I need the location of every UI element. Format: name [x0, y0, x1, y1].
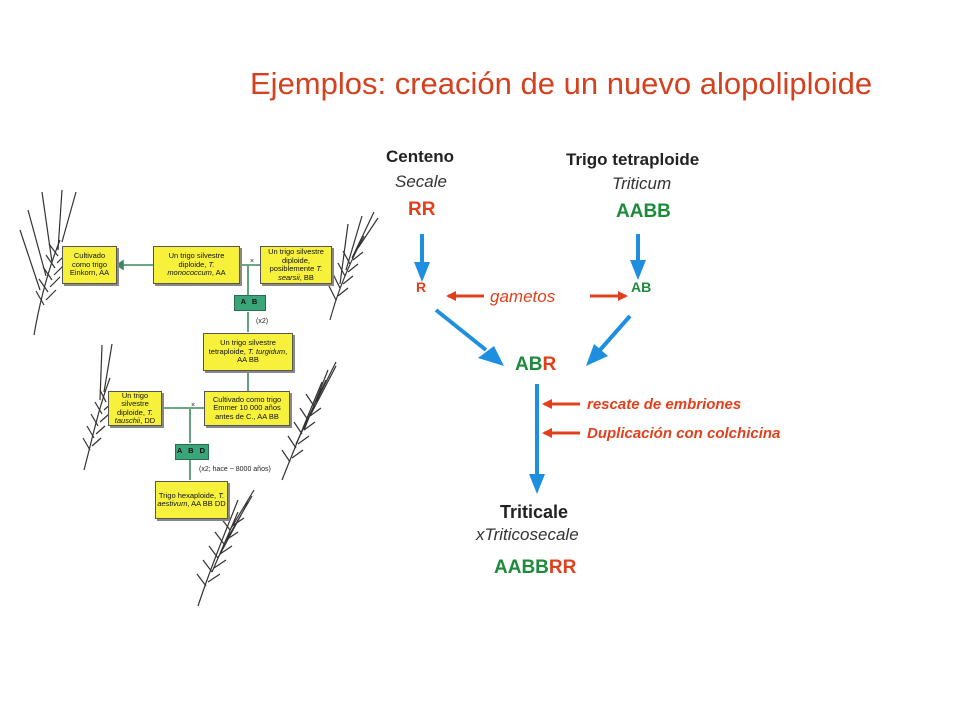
- page-title: Ejemplos: creación de un nuevo alopolipl…: [250, 66, 873, 101]
- box-tauschii: Un trigo silvestre diploide, T. tauschii…: [108, 391, 162, 426]
- step-colchicine: Duplicación con colchicina: [587, 425, 781, 442]
- box-einkorn: Cultivado como trigo Einkorn, AA: [62, 246, 117, 284]
- gamete-ab: AB: [631, 279, 652, 295]
- box-emmer: Cultivado como trigo Emmer 10 000 años a…: [204, 391, 290, 426]
- parent2-scientific: Triticum: [612, 174, 672, 193]
- gametes-label: gametos: [490, 287, 556, 306]
- cross-symbol-2: ×: [191, 402, 196, 409]
- box-searsii: Un trigo silvestre diploide, posiblement…: [260, 246, 332, 284]
- wheat-ear-icon: [19, 189, 77, 336]
- wheat-ear-icon: [82, 343, 114, 471]
- parent1-scientific: Secale: [395, 172, 447, 191]
- box-green-ab: A B: [234, 295, 266, 311]
- wheat-ear-icon: [281, 361, 337, 481]
- gamete-r-to-hybrid-arrow: [434, 308, 504, 366]
- result-name: Triticale: [500, 502, 569, 522]
- step-embryo-rescue: rescate de embriones: [587, 396, 742, 413]
- parent2-name: Trigo tetraploide: [566, 150, 700, 169]
- parent2-genome: AABB: [616, 201, 671, 222]
- result-genome: AABBRR: [494, 557, 576, 579]
- result-genome-green: AABB: [494, 557, 549, 578]
- hybrid-genome: ABR: [515, 354, 556, 376]
- gamete-r: R: [416, 279, 427, 295]
- wheat-ear-icon: [196, 489, 255, 607]
- result-genome-red: RR: [548, 557, 577, 578]
- x2-label: (x2): [256, 318, 269, 325]
- hybrid-genome-green: AB: [515, 354, 543, 375]
- box-monococcum: Un trigo silvestre diploide, T. monococc…: [153, 246, 240, 284]
- box-turgidum: Un trigo silvestre tetraploide, T. turgi…: [203, 333, 293, 371]
- left-connectors: [115, 259, 260, 480]
- hybrid-genome-red: R: [542, 354, 557, 375]
- box-hexaploid: Trigo hexaploide, T. aestivum, AA BB DD: [155, 481, 228, 519]
- box-green-abd: A B D: [175, 444, 209, 460]
- parent2-down-arrow: [630, 234, 646, 280]
- parent1-down-arrow: [414, 234, 430, 282]
- x2-hace-label: (x2; hace ~ 8000 años): [199, 466, 271, 473]
- wheat-ear-icon: [328, 211, 379, 321]
- parent1-genome: RR: [408, 199, 436, 220]
- gamete-ab-to-hybrid-arrow: [586, 314, 632, 366]
- cross-symbol-1: ×: [250, 258, 255, 265]
- parent1-name: Centeno: [386, 147, 454, 166]
- result-scientific: xTriticosecale: [476, 525, 579, 544]
- hybrid-to-triticale-arrow: [529, 384, 545, 494]
